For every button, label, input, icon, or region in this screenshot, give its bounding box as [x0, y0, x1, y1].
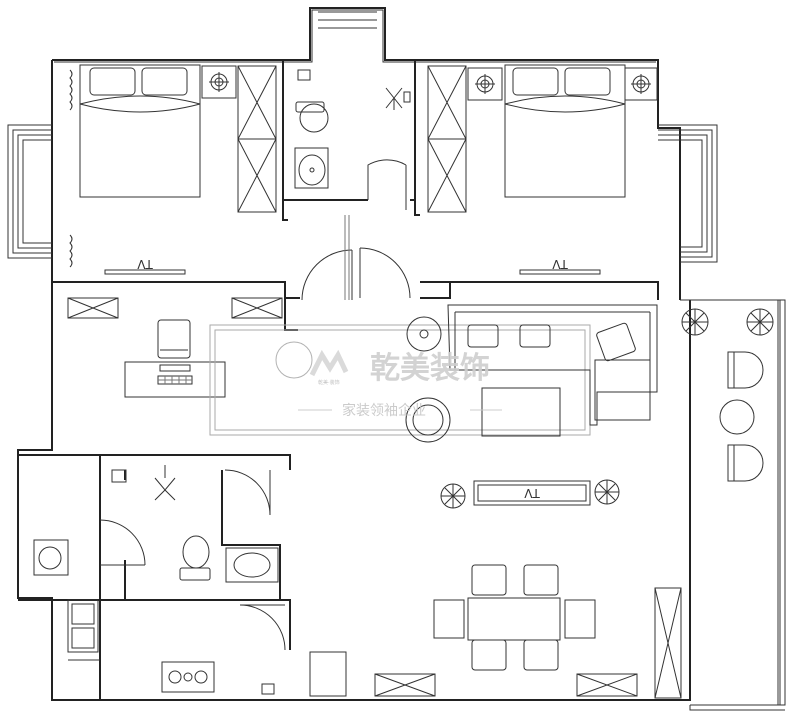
corridor-doors: [301, 215, 411, 301]
dining-chair: [471, 564, 507, 596]
lounge-chair: [727, 444, 764, 482]
plant-icon: [440, 483, 466, 509]
chair: [157, 319, 191, 359]
balcony: [680, 299, 786, 711]
top-window: [318, 11, 377, 29]
kitchen: [67, 599, 286, 695]
left-bay-window: [7, 124, 52, 259]
dining-table: [467, 597, 561, 641]
nightstand: [467, 67, 503, 101]
washbasin: [294, 147, 329, 189]
stove-icon: [161, 661, 215, 693]
left-bedroom: TV: [69, 64, 277, 275]
washbasin: [225, 547, 279, 583]
tv-label-bedroom-left: TV: [136, 257, 153, 271]
sideboard: [654, 587, 682, 699]
living-room: TV: [209, 304, 658, 509]
plant-icon: [681, 308, 709, 336]
cabinet: [67, 297, 119, 319]
computer-icon: [159, 364, 191, 372]
dining-area: [433, 564, 682, 699]
balcony-table: [719, 399, 755, 435]
shower-icon: [385, 87, 403, 110]
tv-label-bedroom-right: TV: [551, 257, 568, 271]
door-swing: [367, 159, 407, 200]
right-bay-window: [658, 124, 718, 263]
shoe-cabinet: [309, 651, 347, 697]
kitchen-sink: [67, 599, 99, 653]
armchair: [405, 397, 451, 443]
dining-chair: [523, 564, 559, 596]
top-bathroom: [294, 69, 411, 210]
side-table: [406, 316, 442, 352]
curtain-icon: [69, 69, 73, 111]
nightstand: [624, 67, 658, 101]
bottom-cabinets: [309, 651, 638, 697]
balcony-furniture: [681, 308, 774, 482]
toilet-icon: [295, 101, 325, 113]
coffee-table: [481, 387, 561, 437]
tv-label-living: TV: [523, 486, 540, 500]
desk: [124, 361, 226, 398]
washing-machine: [33, 539, 69, 576]
plant-icon: [746, 308, 774, 336]
curtain-icon: [69, 234, 73, 268]
plant-icon: [594, 479, 620, 505]
brand-logo: 乾美·装饰: [275, 341, 349, 386]
lower-bathroom: [111, 465, 279, 583]
toilet-icon: [179, 567, 211, 581]
watermark: 乾美·装饰 乾美装饰 家装领袖企业: [275, 341, 502, 419]
double-bed: [504, 64, 626, 198]
watermark-brand: 乾美装饰: [370, 351, 490, 386]
tv-stand: [104, 269, 186, 275]
dining-chair: [523, 639, 559, 671]
cabinet: [231, 297, 283, 319]
nightstand: [201, 65, 237, 99]
shower-icon: [154, 465, 176, 501]
watermark-slogan: 家装领袖企业: [342, 402, 426, 419]
watermark-logo-subtext: 乾美·装饰: [318, 379, 340, 386]
laundry: [33, 519, 146, 576]
tv-stand: [519, 269, 601, 275]
interior-walls: [18, 60, 659, 700]
dining-chair: [471, 639, 507, 671]
right-bedroom: TV: [427, 64, 658, 275]
tv-cabinet: [473, 480, 591, 506]
lounge-chair: [727, 351, 764, 389]
outer-walls: [17, 7, 691, 701]
double-bed: [79, 64, 201, 198]
study-area: [67, 297, 283, 398]
sofa: [447, 304, 658, 426]
